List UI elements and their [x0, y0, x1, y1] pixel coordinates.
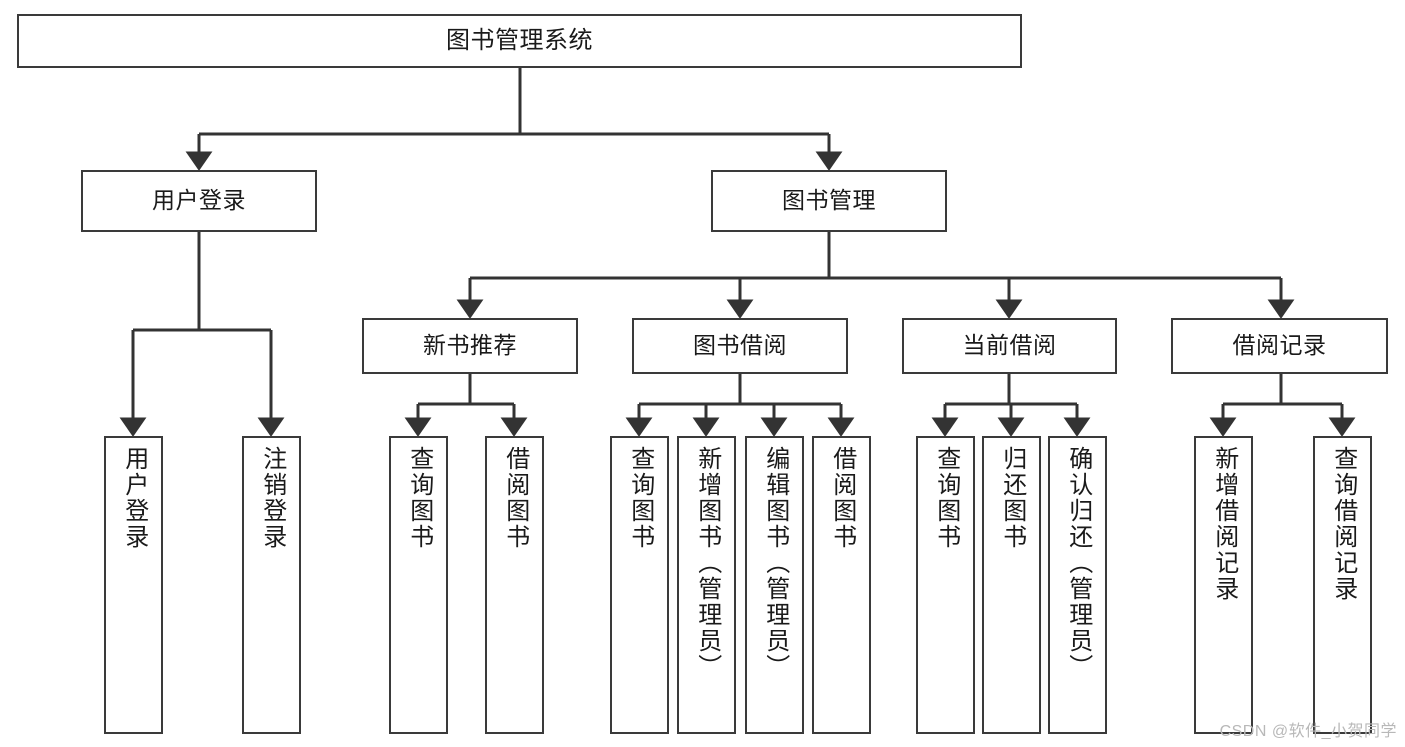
node-borrow-records[interactable]: 借阅记录: [1171, 318, 1388, 374]
leaf-borrow-borrow-book[interactable]: 借阅图书: [812, 436, 871, 734]
leaf-records-add-label: 新增借阅记录: [1210, 446, 1238, 602]
leaf-new-book-query[interactable]: 查询图书: [389, 436, 448, 734]
node-current-borrow[interactable]: 当前借阅: [902, 318, 1117, 374]
leaf-new-book-query-label: 查询图书: [405, 446, 433, 550]
leaf-new-book-borrow-label: 借阅图书: [501, 446, 529, 550]
leaf-borrow-add-book-label: 新增图书（管理员）: [693, 446, 721, 680]
leaf-records-query[interactable]: 查询借阅记录: [1313, 436, 1372, 734]
leaf-borrow-borrow-book-label: 借阅图书: [828, 446, 856, 550]
leaf-user-login-signin-label: 用户登录: [120, 446, 148, 550]
leaf-user-login-signout[interactable]: 注销登录: [242, 436, 301, 734]
leaf-current-query-book-label: 查询图书: [932, 446, 960, 550]
leaf-user-login-signout-label: 注销登录: [258, 446, 286, 550]
node-new-book-recommend[interactable]: 新书推荐: [362, 318, 578, 374]
leaf-new-book-borrow[interactable]: 借阅图书: [485, 436, 544, 734]
leaf-borrow-edit-book-label: 编辑图书（管理员）: [761, 446, 789, 680]
node-book-borrow[interactable]: 图书借阅: [632, 318, 848, 374]
leaf-current-return-book-label: 归还图书: [998, 446, 1026, 550]
leaf-borrow-edit-book[interactable]: 编辑图书（管理员）: [745, 436, 804, 734]
node-book-management[interactable]: 图书管理: [711, 170, 947, 232]
node-book-borrow-label: 图书借阅: [693, 332, 787, 359]
node-root-label: 图书管理系统: [446, 26, 593, 54]
leaf-records-query-label: 查询借阅记录: [1329, 446, 1357, 602]
leaf-user-login-signin[interactable]: 用户登录: [104, 436, 163, 734]
leaf-current-return-book[interactable]: 归还图书: [982, 436, 1041, 734]
node-book-management-label: 图书管理: [782, 187, 876, 214]
leaf-records-add[interactable]: 新增借阅记录: [1194, 436, 1253, 734]
leaf-current-confirm-return-label: 确认归还（管理员）: [1064, 446, 1092, 680]
node-root[interactable]: 图书管理系统: [17, 14, 1022, 68]
leaf-borrow-query-book[interactable]: 查询图书: [610, 436, 669, 734]
leaf-borrow-add-book[interactable]: 新增图书（管理员）: [677, 436, 736, 734]
node-borrow-records-label: 借阅记录: [1232, 332, 1327, 359]
leaf-borrow-query-book-label: 查询图书: [626, 446, 654, 550]
node-current-borrow-label: 当前借阅: [962, 332, 1057, 359]
leaf-current-confirm-return[interactable]: 确认归还（管理员）: [1048, 436, 1107, 734]
node-new-book-recommend-label: 新书推荐: [423, 332, 517, 359]
leaf-current-query-book[interactable]: 查询图书: [916, 436, 975, 734]
watermark: CSDN @软件_小贺同学: [1219, 723, 1397, 740]
node-user-login-label: 用户登录: [152, 187, 246, 214]
node-user-login[interactable]: 用户登录: [81, 170, 317, 232]
